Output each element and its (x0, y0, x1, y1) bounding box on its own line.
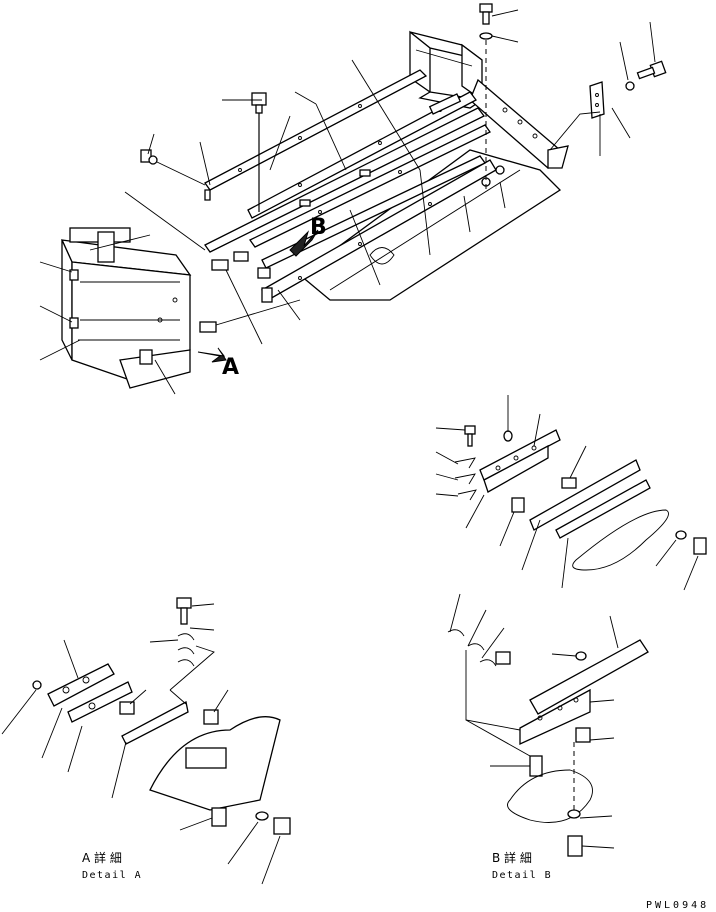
elbow-fitting (251, 92, 267, 212)
view-arrow-a: A (197, 347, 239, 380)
drawing-code: PWL0948 (646, 900, 709, 911)
boom-beam (298, 149, 562, 301)
inner-rail (204, 107, 485, 253)
view-arrow-b: B (289, 215, 327, 257)
mounting-bracket (469, 78, 569, 169)
grease-fitting-upper (140, 149, 206, 186)
detail-b-title-en: Detail B (492, 870, 552, 881)
detail-b-upper-exploded (435, 395, 707, 591)
detail-a-title-jp: A 詳 細 (82, 850, 122, 865)
lower-rail-outer (261, 155, 486, 269)
main-assembly: B A (39, 3, 667, 395)
detail-a: A 詳 細 Detail A (1, 597, 291, 885)
detail-b-lower: B 詳 細 Detail B (447, 593, 649, 881)
top-bolt (479, 3, 493, 190)
view-label-b: B (310, 215, 327, 240)
detail-b-clips (454, 457, 477, 501)
rail-fittings (199, 93, 505, 333)
view-label-a: A (222, 355, 239, 380)
leader-lines-main (39, 9, 656, 395)
upper-rail-long (204, 69, 428, 201)
detail-b-title-jp: B 詳 細 (492, 850, 532, 865)
leader-lines-detail-b-lower (449, 593, 619, 849)
right-bolt-set (589, 60, 667, 119)
side-rail-upper (249, 124, 491, 248)
leader-lines-detail-b-upper (435, 395, 699, 591)
leader-lines-detail-a (1, 603, 281, 885)
front-frame (60, 227, 192, 389)
detail-a-title-en: Detail A (82, 870, 142, 881)
